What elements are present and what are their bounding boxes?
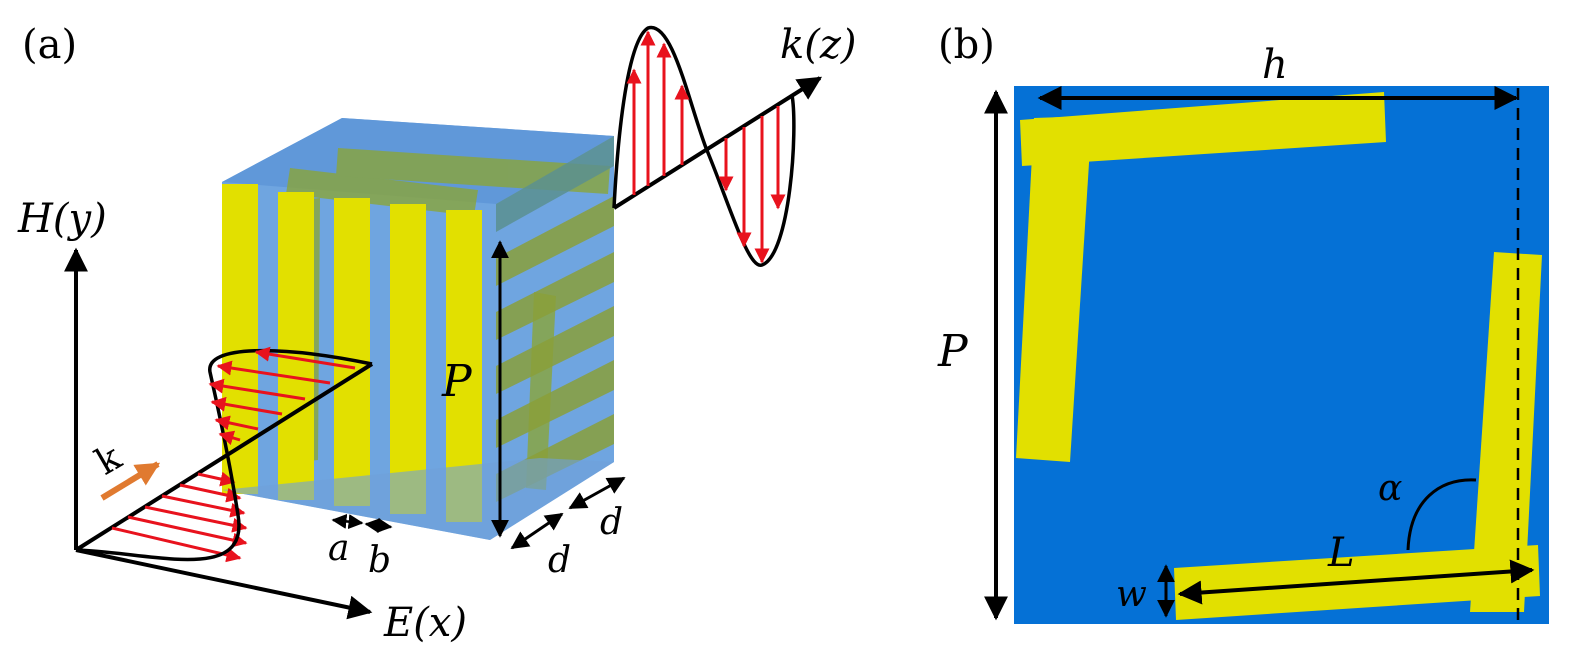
k-axis-label: k(z) [780,22,857,68]
depth-d1-arrow [510,512,564,550]
wave-vector-arrow [100,461,161,501]
wave-vector-label: k [89,436,129,483]
front-face-strips [222,184,482,522]
metamaterial-cube [222,118,614,540]
resonator-right-vertical [1470,252,1542,612]
h-axis-label: H(y) [17,196,107,242]
width-h-label: h [1262,42,1288,88]
e-axis-label: E(x) [383,600,467,646]
width-b-label: b [368,540,391,581]
panel-b-tag: (b) [938,22,995,68]
depth-d2-label: d [600,502,623,543]
k-axis [612,76,823,210]
h-field-wave [208,346,356,446]
resonator-left-vertical [1016,116,1092,462]
side-face-strips [496,136,614,502]
panel-b: (b) h P L α w [937,22,1549,628]
gap-a-label: a [328,528,349,569]
angle-label: α [1378,468,1402,509]
unit-cell-substrate [1014,86,1549,624]
length-arrow [1177,559,1535,605]
gap-a-arrow [331,513,364,530]
depth-d1-label: d [548,540,571,581]
depth-d2-arrow [568,476,626,510]
strip-width-label: w [1116,574,1147,615]
panel-a-tag: (a) [22,22,77,68]
propagation-axis-front [74,362,374,552]
period-label: P [441,356,473,407]
exit-wave [612,25,796,267]
width-b-arrow [364,517,393,534]
period-b-label: P [937,326,969,377]
resonator-top-horizontal [1020,92,1386,166]
e-axis [75,548,373,620]
length-label: L [1327,530,1355,576]
angle-arc [1406,478,1477,551]
panel-a: (a) [17,22,857,646]
